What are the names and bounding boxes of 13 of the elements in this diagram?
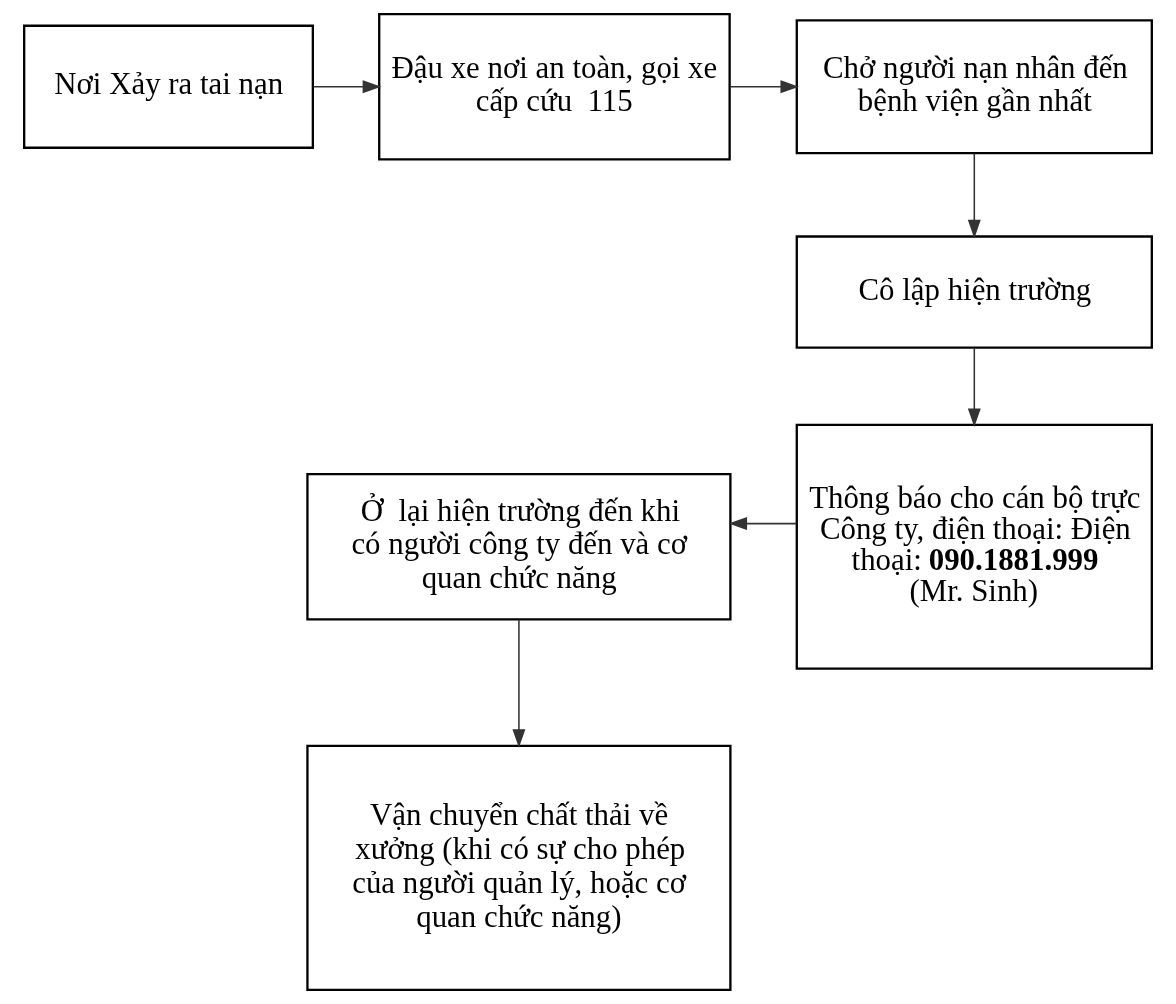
node-box: Thông báo cho cán bộ trực Công ty, điện thoại: Điện thoại: 090.1881.999 (Mr. Sinh) [795, 423, 1153, 670]
arrow [512, 618, 526, 748]
node-box: Chở người nạn nhân đến bệnh viện gần nhất [795, 19, 1153, 155]
node-box: Cô lập hiện trường [795, 235, 1153, 349]
arrow [967, 347, 981, 427]
arrow [729, 80, 799, 94]
node-box: Nơi Xảy ra tai nạn [23, 24, 314, 149]
node-box: Ở lại hiện trường đến khi có người công ty đến và cơ quan chức năng [306, 473, 732, 621]
node-box: Vận chuyển chất thải về xưởng (khi có sự cho phép của người quản lý, hoặc cơ quan chức năng) [306, 744, 732, 991]
arrow [312, 80, 382, 94]
node-box: Đậu xe nơi an toàn, gọi xe cấp cứu 115 [378, 13, 731, 161]
arrow [728, 517, 798, 531]
arrow [967, 152, 981, 239]
